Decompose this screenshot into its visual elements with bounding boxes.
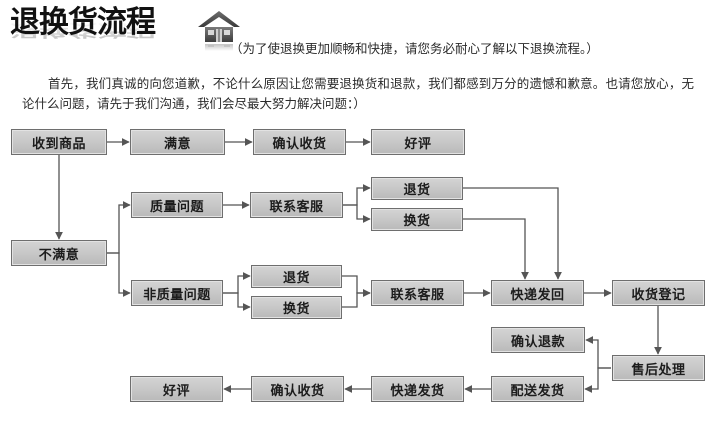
node-confirm-receipt-bottom[interactable]: 确认收货 bbox=[251, 376, 344, 402]
node-return-lower[interactable]: 退货 bbox=[251, 265, 342, 288]
node-ship-back[interactable]: 快递发回 bbox=[491, 280, 584, 306]
node-received-goods[interactable]: 收到商品 bbox=[11, 129, 107, 155]
header-subtitle: （为了使退换更加顺畅和快捷，请您务必耐心了解以下退换流程。） bbox=[230, 41, 599, 56]
node-return-upper[interactable]: 退货 bbox=[371, 177, 463, 200]
node-quality-issue[interactable]: 质量问题 bbox=[131, 192, 223, 218]
node-exchange-upper[interactable]: 换货 bbox=[371, 208, 463, 231]
house-icon bbox=[196, 8, 242, 54]
flowchart: 收到商品 满意 确认收货 好评 质量问题 联系客服 退货 换货 不满意 非质量问… bbox=[0, 118, 711, 424]
node-confirm-refund[interactable]: 确认退款 bbox=[491, 327, 585, 353]
node-contact-service-upper[interactable]: 联系客服 bbox=[250, 192, 343, 218]
node-exchange-lower[interactable]: 换货 bbox=[251, 296, 342, 319]
node-positive-review-bottom[interactable]: 好评 bbox=[130, 376, 223, 402]
node-contact-service-lower[interactable]: 联系客服 bbox=[371, 280, 464, 306]
node-confirm-receipt-top[interactable]: 确认收货 bbox=[253, 129, 346, 155]
node-courier-shipment[interactable]: 快递发货 bbox=[371, 376, 464, 402]
intro-paragraph: 首先，我们真诚的向您道歉，不论什么原因让您需要退换货和退款，我们都感到万分的遗憾… bbox=[22, 76, 694, 111]
node-dissatisfied[interactable]: 不满意 bbox=[11, 240, 107, 266]
node-receipt-registration[interactable]: 收货登记 bbox=[612, 280, 705, 306]
node-positive-review-top[interactable]: 好评 bbox=[371, 129, 465, 155]
node-dispatch-shipment[interactable]: 配送发货 bbox=[491, 376, 584, 402]
page-header: 退换货流程 退换货流程 bbox=[0, 0, 711, 66]
node-after-sales-handling[interactable]: 售后处理 bbox=[612, 355, 705, 381]
node-non-quality-issue[interactable]: 非质量问题 bbox=[131, 280, 223, 306]
flowchart-connectors bbox=[55, 138, 662, 393]
node-satisfied[interactable]: 满意 bbox=[130, 129, 225, 155]
title-block: 退换货流程 退换货流程 bbox=[10, 6, 200, 64]
page-title: 退换货流程 bbox=[10, 5, 156, 40]
